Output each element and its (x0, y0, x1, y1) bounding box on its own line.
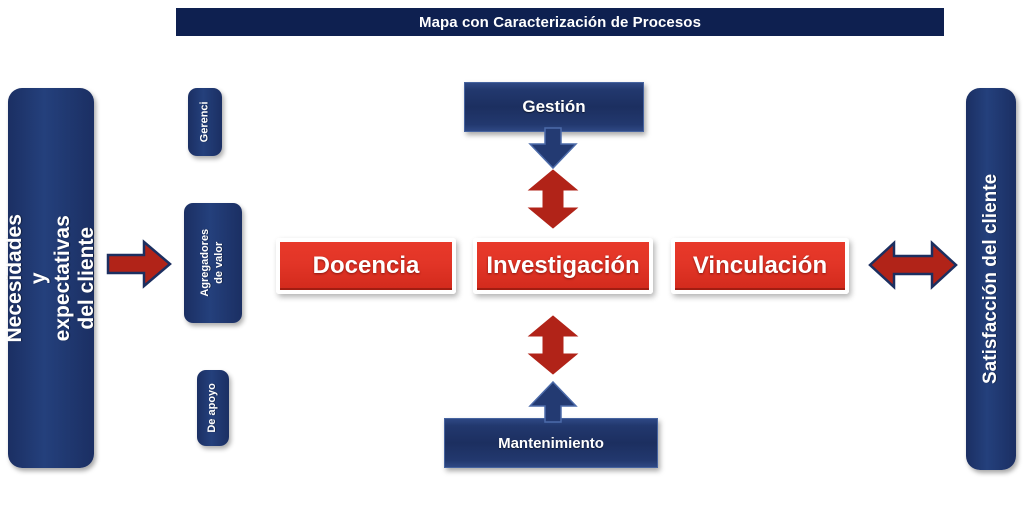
process-label-gestion: Gestión (522, 97, 586, 116)
process-label-vinculacion: Vinculación (692, 252, 828, 279)
arrow-double-vertical-icon (527, 169, 579, 229)
arrow-double-vertical-icon (527, 315, 579, 375)
category-chip-gerenciales: Gerenci (188, 88, 222, 156)
process-label-investigacion: Investigación (486, 252, 640, 279)
category-chip-agregadores-de-valor: Agregadores de valor (184, 203, 242, 323)
page-title: Mapa con Caracterización de Procesos (418, 13, 702, 31)
process-label-mantenimiento: Mantenimiento (498, 434, 604, 452)
arrow-right-icon (106, 239, 172, 289)
process-box-vinculacion: Vinculación (671, 238, 849, 294)
category-label-gerenciales: Gerenci (198, 101, 211, 143)
arrow-down-icon (528, 127, 578, 170)
arrow-up-icon (528, 380, 578, 423)
category-chip-de-apoyo: De apoyo (197, 370, 229, 446)
category-label-de-apoyo: De apoyo (206, 383, 219, 433)
process-box-mantenimiento: Mantenimiento (444, 418, 658, 468)
process-box-investigacion: Investigación (473, 238, 653, 294)
arrow-double-horizontal-icon (868, 240, 958, 290)
page-title-bar: Mapa con Caracterización de Procesos (176, 8, 944, 36)
customer-needs-pillar: Necesidades y expectativas del cliente (3, 88, 98, 468)
customer-satisfaction-pillar: Satisfacción del cliente (966, 88, 1016, 470)
process-box-docencia: Docencia (276, 238, 456, 294)
process-box-gestion: Gestión (464, 82, 644, 132)
process-label-docencia: Docencia (312, 252, 420, 279)
customer-satisfaction-label: Satisfacción del cliente (980, 173, 1002, 385)
customer-needs-label: Necesidades y expectativas del cliente (2, 213, 99, 343)
category-label-agregadores-de-valor: Agregadores de valor (199, 229, 226, 297)
